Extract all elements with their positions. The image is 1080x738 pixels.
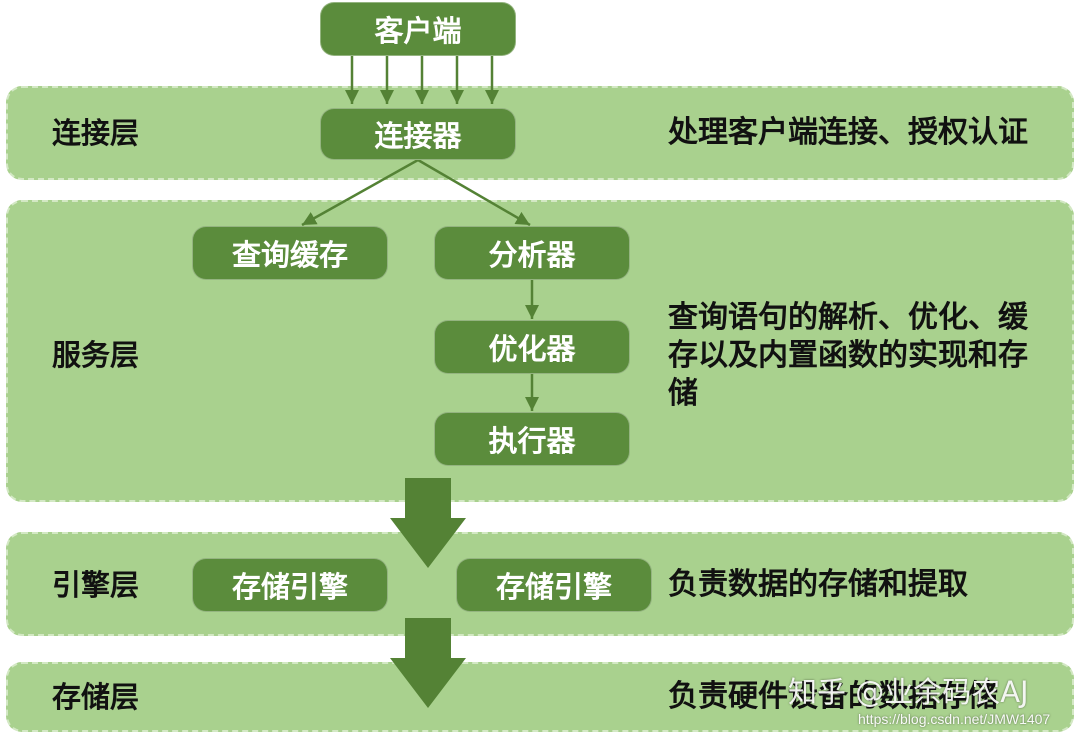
zhihu-watermark: 知乎 @业余码农AJ	[788, 675, 1029, 709]
query-cache-box: 查询缓存	[192, 226, 388, 280]
connection-layer-label: 连接层	[52, 116, 140, 150]
csdn-watermark: https://blog.csdn.net/JMW1407	[858, 711, 1051, 727]
executor-box: 执行器	[434, 412, 630, 466]
storage-layer-description: 负责硬件设备的数据存储	[668, 679, 998, 714]
connection-layer-description: 处理客户端连接、授权认证	[668, 115, 1028, 150]
optimizer-box: 优化器	[434, 320, 630, 374]
client-box: 客户端	[320, 2, 516, 56]
storage-engine-box: 存储引擎	[456, 558, 652, 612]
storage-engine-box: 存储引擎	[192, 558, 388, 612]
connector-box: 连接器	[320, 108, 516, 160]
analyzer-box: 分析器	[434, 226, 630, 280]
engine-layer-description: 负责数据的存储和提取	[668, 567, 968, 602]
service-layer-description: 查询语句的解析、优化、缓存以及内置函数的实现和存储	[668, 300, 1028, 411]
engine-layer-label: 引擎层	[52, 568, 140, 602]
connection-layer-band	[6, 86, 1074, 180]
service-layer-label: 服务层	[52, 338, 140, 372]
storage-layer-band	[6, 662, 1074, 732]
storage-layer-label: 存储层	[52, 680, 140, 714]
